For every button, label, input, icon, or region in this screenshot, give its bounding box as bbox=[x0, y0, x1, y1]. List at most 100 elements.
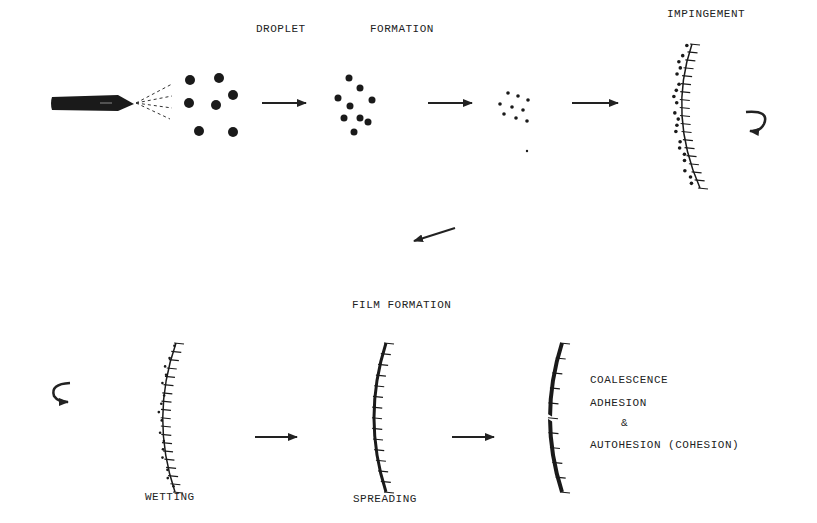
surface-tick bbox=[695, 180, 705, 181]
surface-tick bbox=[381, 354, 391, 355]
surface-tick bbox=[684, 68, 694, 69]
droplet bbox=[681, 54, 685, 58]
surface-tick bbox=[168, 476, 178, 477]
droplet bbox=[166, 469, 169, 472]
surface-tick bbox=[690, 44, 700, 45]
droplet bbox=[674, 130, 678, 134]
surface-tick bbox=[163, 385, 173, 386]
droplet bbox=[673, 111, 677, 115]
surface-tick bbox=[171, 351, 181, 352]
surface-tick bbox=[680, 116, 690, 117]
surface-tick bbox=[165, 376, 175, 377]
surface-tick bbox=[384, 492, 394, 493]
large-droplets bbox=[184, 73, 238, 137]
surface-tick bbox=[689, 164, 699, 165]
medium-droplets bbox=[335, 75, 376, 136]
surface-tick bbox=[688, 52, 698, 53]
surface-tick bbox=[552, 462, 562, 463]
droplet bbox=[159, 431, 162, 434]
small-droplets bbox=[498, 91, 530, 152]
surface-tick bbox=[556, 477, 566, 478]
droplet bbox=[679, 66, 683, 70]
surface-tick bbox=[372, 428, 382, 429]
surface-tick bbox=[550, 448, 560, 449]
surface-tick bbox=[161, 418, 171, 419]
droplet bbox=[685, 44, 689, 48]
surface-tick bbox=[378, 471, 388, 472]
droplet bbox=[162, 448, 165, 451]
surface-tick bbox=[374, 450, 384, 451]
droplet bbox=[165, 373, 168, 376]
droplet bbox=[161, 456, 164, 459]
droplet bbox=[164, 365, 167, 368]
droplet bbox=[675, 89, 679, 93]
droplet bbox=[161, 382, 164, 385]
surface-tick bbox=[681, 84, 691, 85]
droplet bbox=[683, 169, 687, 173]
surface-tick bbox=[170, 484, 180, 485]
surface-tick bbox=[548, 403, 558, 404]
surface-tick bbox=[174, 343, 184, 344]
surface-line bbox=[163, 343, 176, 492]
surface-tick bbox=[167, 368, 177, 369]
surface-tick bbox=[682, 132, 692, 133]
step-label: & bbox=[621, 418, 628, 429]
surface-tick bbox=[680, 92, 690, 93]
step-label: COALESCENCE bbox=[590, 375, 668, 386]
step-label: SPREADING bbox=[353, 494, 417, 505]
droplet bbox=[677, 60, 681, 64]
surface-tick bbox=[161, 434, 171, 435]
step-label: WETTING bbox=[145, 492, 195, 503]
spray-lines bbox=[136, 84, 172, 119]
surface-tick bbox=[373, 439, 383, 440]
surface-tick bbox=[373, 396, 383, 397]
droplet bbox=[172, 485, 175, 488]
step-label: FORMATION bbox=[370, 24, 434, 35]
surface-tick bbox=[161, 409, 171, 410]
surface-tick bbox=[682, 76, 692, 77]
surface-tick bbox=[548, 418, 558, 419]
surface-tick bbox=[372, 407, 382, 408]
step-label: DROPLET bbox=[256, 24, 306, 35]
surface-tick bbox=[372, 418, 382, 419]
surface-tick bbox=[162, 443, 172, 444]
surface-tick bbox=[166, 467, 176, 468]
surface-tick bbox=[692, 172, 702, 173]
substrate-surface bbox=[372, 343, 394, 493]
surface-tick bbox=[680, 108, 690, 109]
droplet bbox=[166, 477, 169, 480]
droplet bbox=[683, 152, 687, 156]
droplet bbox=[678, 140, 682, 144]
surface-tick bbox=[381, 481, 391, 482]
droplet bbox=[672, 95, 676, 99]
surface-tick bbox=[378, 364, 388, 365]
surface-tick bbox=[680, 100, 690, 101]
surface-tick bbox=[164, 459, 174, 460]
droplet bbox=[677, 82, 681, 86]
substrate-surface bbox=[158, 343, 184, 493]
surface-tick bbox=[685, 60, 695, 61]
droplet bbox=[690, 182, 694, 186]
surface-tick bbox=[376, 375, 386, 376]
surface-tick bbox=[161, 401, 171, 402]
surface-tick bbox=[552, 373, 562, 374]
surface-tick bbox=[374, 386, 384, 387]
droplet bbox=[675, 72, 679, 76]
flow-arrows bbox=[255, 103, 618, 437]
droplet bbox=[163, 440, 166, 443]
step-label: AUTOHESION (COHESION) bbox=[590, 440, 739, 451]
spray-nozzle bbox=[51, 95, 134, 111]
stage-heading: FILM FORMATION bbox=[352, 300, 451, 311]
droplet bbox=[160, 419, 163, 422]
surface-tick bbox=[683, 140, 693, 141]
surface-tick bbox=[560, 492, 570, 493]
droplet bbox=[168, 357, 171, 360]
nozzle-highlight bbox=[100, 103, 112, 104]
droplet bbox=[173, 344, 176, 347]
surface-tick bbox=[550, 388, 560, 389]
droplet bbox=[160, 402, 163, 405]
surface-tick bbox=[698, 188, 708, 189]
substrate-surfaces bbox=[158, 44, 708, 493]
surface-tick bbox=[685, 148, 695, 149]
droplet bbox=[675, 101, 679, 105]
